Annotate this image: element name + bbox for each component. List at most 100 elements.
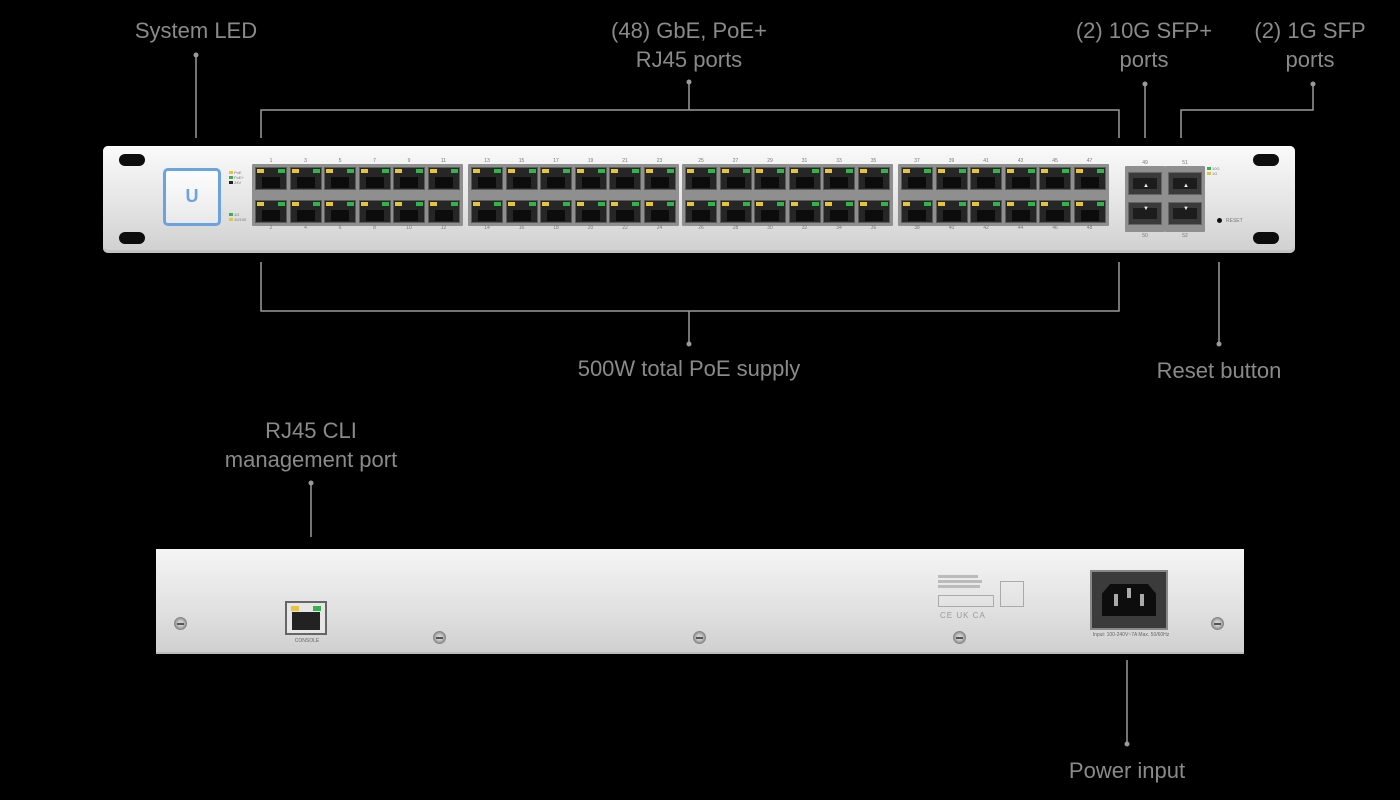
port-number: 10	[406, 225, 412, 231]
rj45-port-45[interactable]	[1039, 167, 1071, 190]
rj45-port-1[interactable]	[255, 167, 287, 190]
rj45-port-4[interactable]	[289, 200, 322, 223]
port-number: 46	[1052, 225, 1058, 231]
port-number: 29	[767, 158, 773, 164]
rj45-port-7[interactable]	[358, 167, 391, 190]
rj45-port-37[interactable]	[901, 167, 933, 190]
leader-dot	[1124, 741, 1130, 747]
sfp-number: 51	[1182, 160, 1188, 166]
rj45-port-21[interactable]	[609, 167, 641, 190]
iec-c14-icon	[1102, 584, 1156, 616]
port-number: 2	[269, 225, 273, 231]
screw-icon	[174, 617, 187, 630]
rj45-port-42[interactable]	[970, 200, 1002, 223]
rj45-port-28[interactable]	[719, 200, 752, 223]
rj45-port-40[interactable]	[935, 200, 968, 223]
rj45-port-8[interactable]	[358, 200, 391, 223]
label-power-input: Power input	[1068, 758, 1186, 783]
leader-dot	[308, 480, 314, 486]
rj45-port-6[interactable]	[324, 200, 356, 223]
sfp-port-51[interactable]: ▲	[1168, 172, 1202, 195]
port-number: 34	[836, 225, 842, 231]
rj45-port-17[interactable]	[540, 167, 572, 190]
port-number: 23	[656, 158, 663, 164]
rj45-port-15[interactable]	[505, 167, 538, 190]
rj45-port-22[interactable]	[609, 200, 641, 223]
port-number: 32	[801, 225, 808, 231]
port-number: 4	[304, 225, 307, 231]
label-sfp-ports: (2) 1G SFP ports	[1254, 18, 1366, 72]
led-legend-a: PoE PoE+ 24V	[229, 170, 244, 185]
rj45-port-43[interactable]	[1004, 167, 1037, 190]
port-number: 22	[622, 225, 628, 231]
sfp-plus-port-50[interactable]: ▼	[1128, 202, 1162, 225]
rj45-port-44[interactable]	[1004, 200, 1037, 223]
port-number: 11	[440, 158, 447, 164]
rj45-port-3[interactable]	[289, 167, 322, 190]
rj45-port-35[interactable]	[857, 167, 890, 190]
rj45-port-18[interactable]	[540, 200, 572, 223]
switch-rear-panel: CONSOLE CE UK CA Input: 100-240V~7A Max.…	[156, 549, 1244, 654]
screw-icon	[693, 631, 706, 644]
rj45-port-34[interactable]	[823, 200, 855, 223]
sfp-number: 50	[1142, 233, 1148, 239]
rj45-port-14[interactable]	[471, 200, 503, 223]
rj45-port-16[interactable]	[505, 200, 538, 223]
label-poe-supply: 500W total PoE supply	[577, 356, 801, 381]
regulatory-box	[938, 595, 994, 607]
led-legend-b: 1G 10/100	[229, 212, 246, 222]
port-number: 35	[870, 158, 877, 164]
rj45-port-41[interactable]	[970, 167, 1002, 190]
rj45-port-10[interactable]	[393, 200, 425, 223]
leader-dot	[1142, 81, 1148, 87]
rj45-port-19[interactable]	[574, 167, 607, 190]
rj45-port-20[interactable]	[574, 200, 607, 223]
port-number: 20	[587, 225, 594, 231]
label-cli-port: RJ45 CLI management port	[224, 418, 398, 472]
reset-button[interactable]	[1217, 218, 1222, 223]
ubiquiti-logo-icon: U	[185, 186, 199, 206]
port-number: 28	[732, 225, 739, 231]
port-number: 12	[440, 225, 447, 231]
port-number: 13	[484, 158, 490, 164]
rj45-port-47[interactable]	[1073, 167, 1106, 190]
console-port[interactable]	[285, 601, 327, 635]
label-reset-button: Reset button	[1156, 358, 1282, 383]
port-number: 43	[1017, 158, 1024, 164]
rj45-port-48[interactable]	[1073, 200, 1106, 223]
port-number: 37	[914, 158, 920, 164]
power-input-socket[interactable]	[1090, 570, 1168, 630]
rj45-port-24[interactable]	[643, 200, 676, 223]
label-system-led: System LED	[134, 18, 258, 43]
rj45-port-29[interactable]	[754, 167, 786, 190]
rj45-port-2[interactable]	[255, 200, 287, 223]
rj45-port-25[interactable]	[685, 167, 717, 190]
power-rating-label: Input: 100-240V~7A Max. 50/60Hz	[1092, 632, 1170, 638]
rj45-port-30[interactable]	[754, 200, 786, 223]
sfp-port-52[interactable]: ▼	[1168, 202, 1202, 225]
port-number: 24	[656, 225, 663, 231]
sfp-plus-port-49[interactable]: ▲	[1128, 172, 1162, 195]
rj45-port-9[interactable]	[393, 167, 425, 190]
rj45-port-26[interactable]	[685, 200, 717, 223]
port-number: 40	[948, 225, 955, 231]
rj45-port-38[interactable]	[901, 200, 933, 223]
rj45-port-33[interactable]	[823, 167, 855, 190]
sfp-number: 49	[1142, 160, 1148, 166]
rj45-port-46[interactable]	[1039, 200, 1071, 223]
rj45-port-5[interactable]	[324, 167, 356, 190]
rj45-port-11[interactable]	[427, 167, 460, 190]
port-number: 9	[407, 158, 411, 164]
port-number: 45	[1052, 158, 1058, 164]
rj45-port-13[interactable]	[471, 167, 503, 190]
rj45-port-36[interactable]	[857, 200, 890, 223]
rj45-port-12[interactable]	[427, 200, 460, 223]
rj45-port-32[interactable]	[788, 200, 821, 223]
port-number: 41	[983, 158, 989, 164]
rj45-port-31[interactable]	[788, 167, 821, 190]
rj45-port-39[interactable]	[935, 167, 968, 190]
leader-dot	[193, 52, 199, 58]
rj45-port-23[interactable]	[643, 167, 676, 190]
rj45-port-27[interactable]	[719, 167, 752, 190]
